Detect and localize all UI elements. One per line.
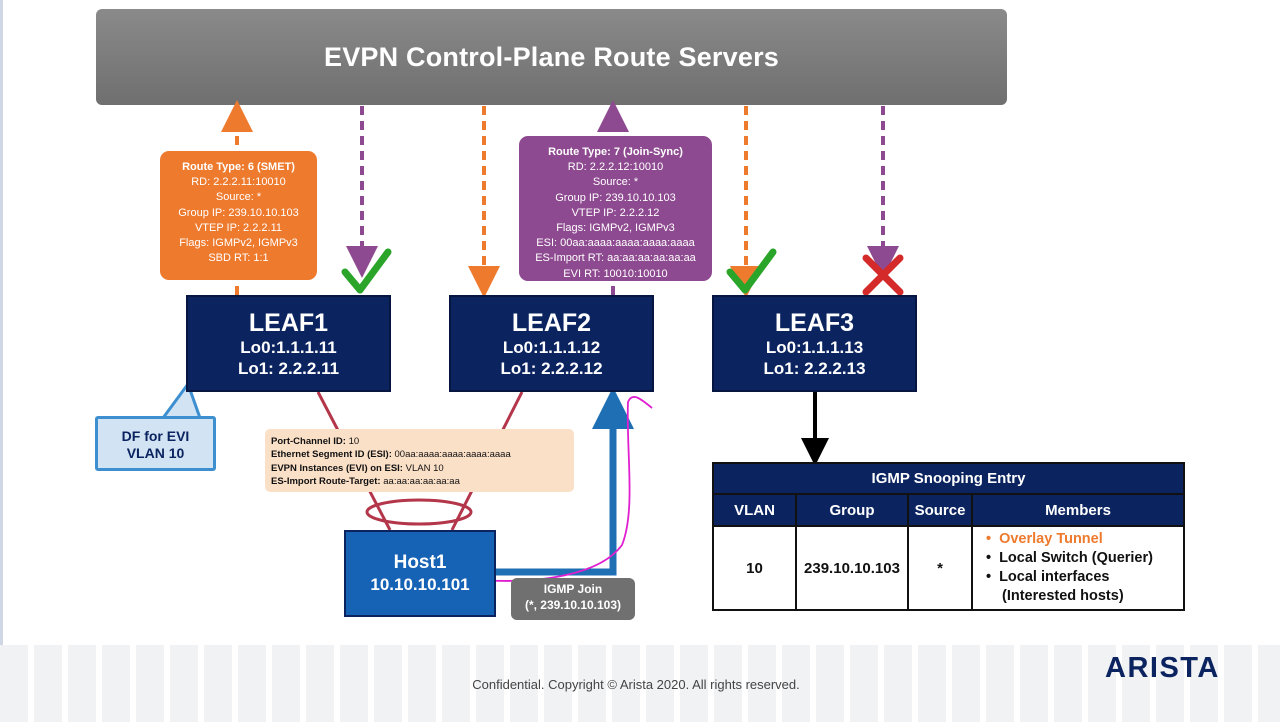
route-servers-banner: EVPN Control-Plane Route Servers [96, 9, 1007, 105]
cell-source: * [907, 525, 973, 611]
join-sync-route-line: Group IP: 239.10.10.103 [555, 191, 676, 204]
host1-name: Host1 [393, 552, 447, 573]
esi-info-box: Port-Channel ID: 10 Ethernet Segment ID … [265, 429, 574, 492]
join-sync-route-title: Route Type: 7 (Join-Sync) [548, 146, 683, 158]
leaf2-lo0: Lo0:1.1.1.12 [502, 338, 601, 357]
join-sync-route-line: VTEP IP: 2.2.2.12 [571, 206, 660, 219]
evi-row: EVPN Instances (EVI) on ESI: VLAN 10 [271, 462, 574, 475]
es-import-rt-value: aa:aa:aa:aa:aa:aa [383, 475, 460, 487]
es-import-rt-row: ES-Import Route-Target: aa:aa:aa:aa:aa:a… [271, 475, 574, 488]
smet-route-line: VTEP IP: 2.2.2.11 [194, 221, 283, 234]
header-vlan: VLAN [712, 493, 797, 527]
cell-vlan: 10 [712, 525, 797, 611]
leaf2-lo1: Lo1: 2.2.2.12 [500, 359, 603, 378]
esi-label: Ethernet Segment ID (ESI): [271, 449, 392, 461]
leaf2-name: LEAF2 [511, 309, 592, 337]
leaf3-name: LEAF3 [774, 309, 855, 337]
smet-route-line: Group IP: 239.10.10.103 [178, 206, 299, 219]
join-sync-route-line: Source: * [592, 176, 639, 189]
host1-ip: 10.10.10.101 [370, 575, 470, 594]
igmp-join-line1: IGMP Join [543, 582, 603, 596]
leaf1-node: LEAF1 Lo0:1.1.1.11 Lo1: 2.2.2.11 [186, 295, 391, 392]
join-sync-route-line: Flags: IGMPv2, IGMPv3 [556, 222, 675, 235]
df-callout-line1: DF for EVI [121, 428, 190, 444]
df-callout-line2: VLAN 10 [126, 445, 185, 461]
leaf1-check-icon [341, 248, 392, 294]
leaf3-cross-icon [862, 254, 904, 296]
leaf1-lo0: Lo0:1.1.1.11 [240, 338, 337, 357]
join-sync-route-line: EVI RT: 10010:10010 [563, 267, 668, 280]
igmp-join-line2: (*, 239.10.10.103) [524, 598, 622, 612]
igmp-table-title: IGMP Snooping Entry [712, 462, 1185, 495]
member-overlay-tunnel: Overlay Tunnel [986, 530, 1182, 549]
join-sync-route-line: RD: 2.2.2.12:10010 [567, 161, 664, 174]
header-source: Source [907, 493, 973, 527]
smet-route-callout: Route Type: 6 (SMET) RD: 2.2.2.11:10010 … [160, 151, 317, 280]
cell-group: 239.10.10.103 [795, 525, 909, 611]
leaf3-lo1: Lo1: 2.2.2.13 [763, 359, 866, 378]
header-group: Group [795, 493, 909, 527]
copyright-text: Confidential. Copyright © Arista 2020. A… [472, 677, 800, 692]
members-list: Overlay Tunnel Local Switch (Querier) Lo… [974, 530, 1182, 606]
join-sync-route-callout: Route Type: 7 (Join-Sync) RD: 2.2.2.12:1… [519, 136, 712, 281]
smet-route-line: RD: 2.2.2.11:10010 [191, 176, 286, 189]
join-sync-route-line: ES-Import RT: aa:aa:aa:aa:aa:aa [535, 252, 696, 265]
smet-route-line: Source: * [215, 191, 262, 204]
host1-node: Host1 10.10.10.101 [344, 530, 496, 617]
leaf3-node: LEAF3 Lo0:1.1.1.13 Lo1: 2.2.2.13 [712, 295, 917, 392]
smet-route-line: Flags: IGMPv2, IGMPv3 [179, 237, 298, 250]
member-local-switch: Local Switch (Querier) [986, 549, 1182, 568]
member-local-interfaces: Local interfaces [986, 568, 1182, 587]
smet-route-line: SBD RT: 1:1 [208, 252, 269, 265]
df-callout: DF for EVI VLAN 10 [95, 416, 216, 471]
banner-title: EVPN Control-Plane Route Servers [323, 41, 779, 72]
leaf1-lo1: Lo1: 2.2.2.11 [237, 359, 340, 378]
igmp-join-label: IGMP Join (*, 239.10.10.103) [511, 578, 635, 620]
member-interested-hosts: (Interested hosts) [1002, 588, 1124, 604]
port-channel-label: Port-Channel ID: [271, 436, 346, 447]
esi-row: Ethernet Segment ID (ESI): 00aa:aaaa:aaa… [271, 448, 574, 461]
evi-label: EVPN Instances (EVI) on ESI: [271, 462, 403, 474]
leaf3-lo0: Lo0:1.1.1.13 [765, 338, 864, 357]
igmp-snooping-table: IGMP Snooping Entry VLAN Group Source Me… [712, 462, 1185, 611]
slide-border [0, 0, 3, 722]
footer-band [0, 645, 1280, 722]
leaf1-name: LEAF1 [248, 309, 329, 337]
cell-members: Overlay Tunnel Local Switch (Querier) Lo… [971, 525, 1185, 611]
port-channel-ellipse [365, 498, 473, 526]
smet-route-title: Route Type: 6 (SMET) [182, 161, 295, 173]
leaf2-node: LEAF2 Lo0:1.1.1.12 Lo1: 2.2.2.12 [449, 295, 654, 392]
port-channel-row: Port-Channel ID: 10 [271, 435, 574, 448]
esi-value: 00aa:aaaa:aaaa:aaaa:aaaa [394, 449, 511, 461]
port-channel-value: 10 [348, 436, 360, 447]
table-row: 10 239.10.10.103 * Overlay Tunnel Local … [712, 525, 1185, 611]
es-import-rt-label: ES-Import Route-Target: [271, 475, 381, 487]
leaf3-check-icon [726, 248, 777, 294]
igmp-join-path [496, 387, 634, 576]
arista-logo: ARISTA [1105, 652, 1220, 684]
header-members: Members [971, 493, 1185, 527]
annotation-stroke-join [477, 395, 653, 582]
join-sync-route-line: ESI: 00aa:aaaa:aaaa:aaaa:aaaa [536, 237, 695, 250]
evi-value: VLAN 10 [405, 462, 444, 474]
